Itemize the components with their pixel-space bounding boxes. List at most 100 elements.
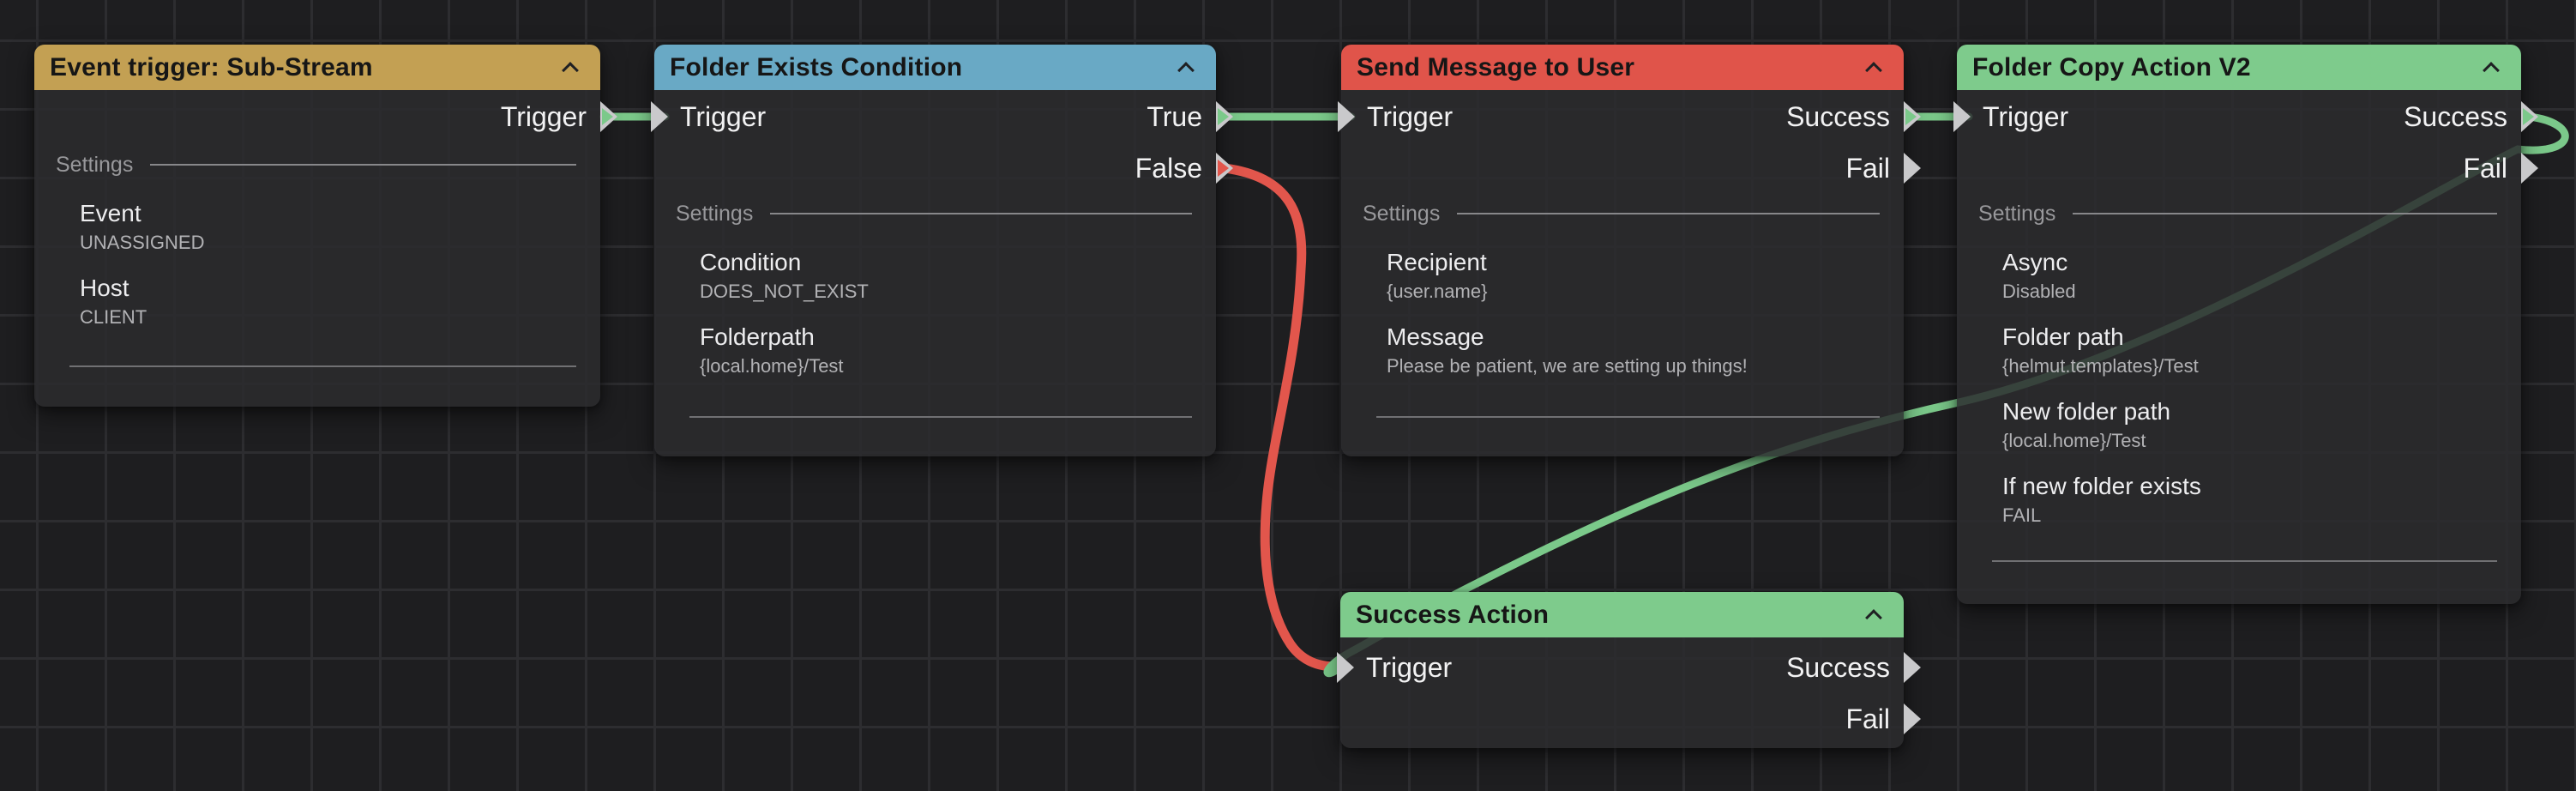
setting-item: Async Disabled bbox=[2002, 249, 2497, 303]
node-title: Folder Exists Condition bbox=[670, 52, 963, 82]
port-input-trigger[interactable]: Trigger bbox=[651, 101, 1216, 132]
setting-item: Folderpath {local.home}/Test bbox=[700, 323, 1192, 377]
setting-item: If new folder exists FAIL bbox=[2002, 473, 2497, 527]
setting-value: UNASSIGNED bbox=[80, 232, 205, 253]
setting-value: FAIL bbox=[2002, 504, 2042, 526]
setting-name: Folder path bbox=[2002, 323, 2124, 350]
collapse-chevron-icon[interactable] bbox=[1867, 607, 1881, 622]
port-arrow-icon bbox=[1216, 101, 1233, 132]
setting-item: Folder path {helmut.templates}/Test bbox=[2002, 323, 2497, 377]
port-connection-indicator bbox=[602, 108, 613, 125]
port-output-fail[interactable]: Fail bbox=[1341, 152, 1921, 184]
node-folder-copy-action-v2[interactable]: Folder Copy Action V2 Trigger Success Fa… bbox=[1953, 45, 2538, 604]
settings-section: Settings Async Disabled Folder path {hel… bbox=[1978, 201, 2497, 547]
node-header[interactable]: Folder Exists Condition bbox=[654, 45, 1216, 90]
settings-divider bbox=[770, 213, 1192, 214]
node-bottom-divider bbox=[689, 416, 1192, 418]
node-header[interactable]: Folder Copy Action V2 bbox=[1957, 45, 2521, 90]
setting-name: New folder path bbox=[2002, 398, 2171, 425]
setting-item: Host CLIENT bbox=[80, 275, 576, 329]
port-output-fail[interactable]: Fail bbox=[1340, 703, 1921, 734]
setting-name: Recipient bbox=[1387, 249, 1487, 275]
setting-value: Please be patient, we are setting up thi… bbox=[1387, 355, 1748, 377]
port-output-trigger[interactable]: Trigger bbox=[34, 100, 617, 132]
node-folder-exists-condition[interactable]: Folder Exists Condition Trigger True Fal… bbox=[651, 45, 1233, 456]
setting-name: Folderpath bbox=[700, 323, 815, 350]
collapse-chevron-icon[interactable] bbox=[1179, 60, 1194, 75]
setting-name: If new folder exists bbox=[2002, 473, 2201, 499]
setting-name: Condition bbox=[700, 249, 802, 275]
node-event-trigger-sub-stream[interactable]: Event trigger: Sub-Stream Trigger Settin… bbox=[34, 45, 617, 407]
setting-name: Host bbox=[80, 275, 129, 301]
node-bottom-divider bbox=[1992, 560, 2497, 562]
settings-label: Settings bbox=[56, 152, 134, 177]
setting-item: Event UNASSIGNED bbox=[80, 200, 576, 254]
setting-item: Message Please be patient, we are settin… bbox=[1387, 323, 1880, 377]
port-output-success[interactable]: Success bbox=[1341, 100, 1921, 132]
port-output-false[interactable]: False bbox=[654, 152, 1233, 184]
collapse-chevron-icon[interactable] bbox=[563, 60, 578, 75]
port-input-trigger[interactable]: Trigger bbox=[1953, 100, 2521, 132]
port-label: True bbox=[1147, 100, 1202, 132]
edge-false-to-successaction[interactable] bbox=[1219, 163, 1340, 672]
settings-label: Settings bbox=[1978, 201, 2056, 226]
settings-divider bbox=[1457, 213, 1880, 214]
port-output-success[interactable]: Success bbox=[1340, 651, 1921, 683]
port-connection-indicator bbox=[1218, 160, 1229, 177]
setting-value: DOES_NOT_EXIST bbox=[700, 281, 869, 302]
node-title: Send Message to User bbox=[1357, 52, 1635, 82]
port-arrow-icon bbox=[2521, 101, 2538, 132]
port-label: Fail bbox=[1845, 152, 1890, 184]
settings-label: Settings bbox=[676, 201, 754, 226]
port-arrow-icon bbox=[1216, 153, 1233, 184]
node-title: Folder Copy Action V2 bbox=[1972, 52, 2251, 82]
port-arrow-icon bbox=[1904, 703, 1921, 734]
port-connection-indicator bbox=[1218, 108, 1229, 125]
port-label: False bbox=[1135, 152, 1202, 184]
node-header[interactable]: Success Action bbox=[1340, 592, 1904, 637]
node-header[interactable]: Event trigger: Sub-Stream bbox=[34, 45, 600, 90]
settings-section: Settings Condition DOES_NOT_EXIST Folder… bbox=[676, 201, 1192, 398]
port-arrow-icon bbox=[1904, 652, 1921, 683]
port-connection-indicator bbox=[1905, 108, 1917, 125]
port-arrow-icon bbox=[2521, 153, 2538, 184]
port-label: Trigger bbox=[1367, 100, 1454, 132]
port-label: Trigger bbox=[1366, 651, 1453, 683]
port-output-fail[interactable]: Fail bbox=[1957, 153, 2538, 184]
setting-name: Event bbox=[80, 200, 141, 226]
setting-value: {helmut.templates}/Test bbox=[2002, 355, 2199, 377]
port-arrow-icon bbox=[1904, 101, 1921, 132]
setting-value: {local.home}/Test bbox=[2002, 430, 2146, 451]
node-send-message-to-user[interactable]: Send Message to User Trigger Success Fai… bbox=[1338, 45, 1921, 456]
port-output-true[interactable]: True bbox=[654, 100, 1233, 132]
port-arrow-icon bbox=[600, 101, 617, 132]
port-input-trigger[interactable]: Trigger bbox=[1338, 100, 1904, 132]
settings-divider bbox=[2073, 213, 2497, 214]
node-success-action[interactable]: Success Action Trigger Success Fail bbox=[1337, 592, 1921, 748]
port-label: Success bbox=[1786, 651, 1890, 683]
port-input-trigger[interactable]: Trigger bbox=[1337, 651, 1904, 683]
port-label: Fail bbox=[1845, 703, 1890, 734]
node-header[interactable]: Send Message to User bbox=[1341, 45, 1904, 90]
port-label: Trigger bbox=[500, 100, 587, 132]
port-label: Success bbox=[1786, 100, 1890, 132]
port-connection-indicator bbox=[2523, 108, 2534, 125]
collapse-chevron-icon[interactable] bbox=[2484, 60, 2499, 75]
setting-item: New folder path {local.home}/Test bbox=[2002, 398, 2497, 452]
port-arrow-icon bbox=[1904, 153, 1921, 184]
settings-section: Settings Recipient {user.name} Message P… bbox=[1363, 201, 1880, 398]
setting-item: Recipient {user.name} bbox=[1387, 249, 1880, 303]
collapse-chevron-icon[interactable] bbox=[1867, 60, 1881, 75]
setting-value: CLIENT bbox=[80, 306, 147, 328]
settings-label: Settings bbox=[1363, 201, 1441, 226]
port-label: Trigger bbox=[1983, 100, 2069, 132]
port-label: Success bbox=[2404, 100, 2507, 132]
setting-value: {local.home}/Test bbox=[700, 355, 844, 377]
setting-value: {user.name} bbox=[1387, 281, 1488, 302]
setting-value: Disabled bbox=[2002, 281, 2076, 302]
node-bottom-divider bbox=[69, 365, 576, 367]
port-output-success[interactable]: Success bbox=[1957, 100, 2538, 132]
setting-item: Condition DOES_NOT_EXIST bbox=[700, 249, 1192, 303]
setting-name: Message bbox=[1387, 323, 1484, 350]
